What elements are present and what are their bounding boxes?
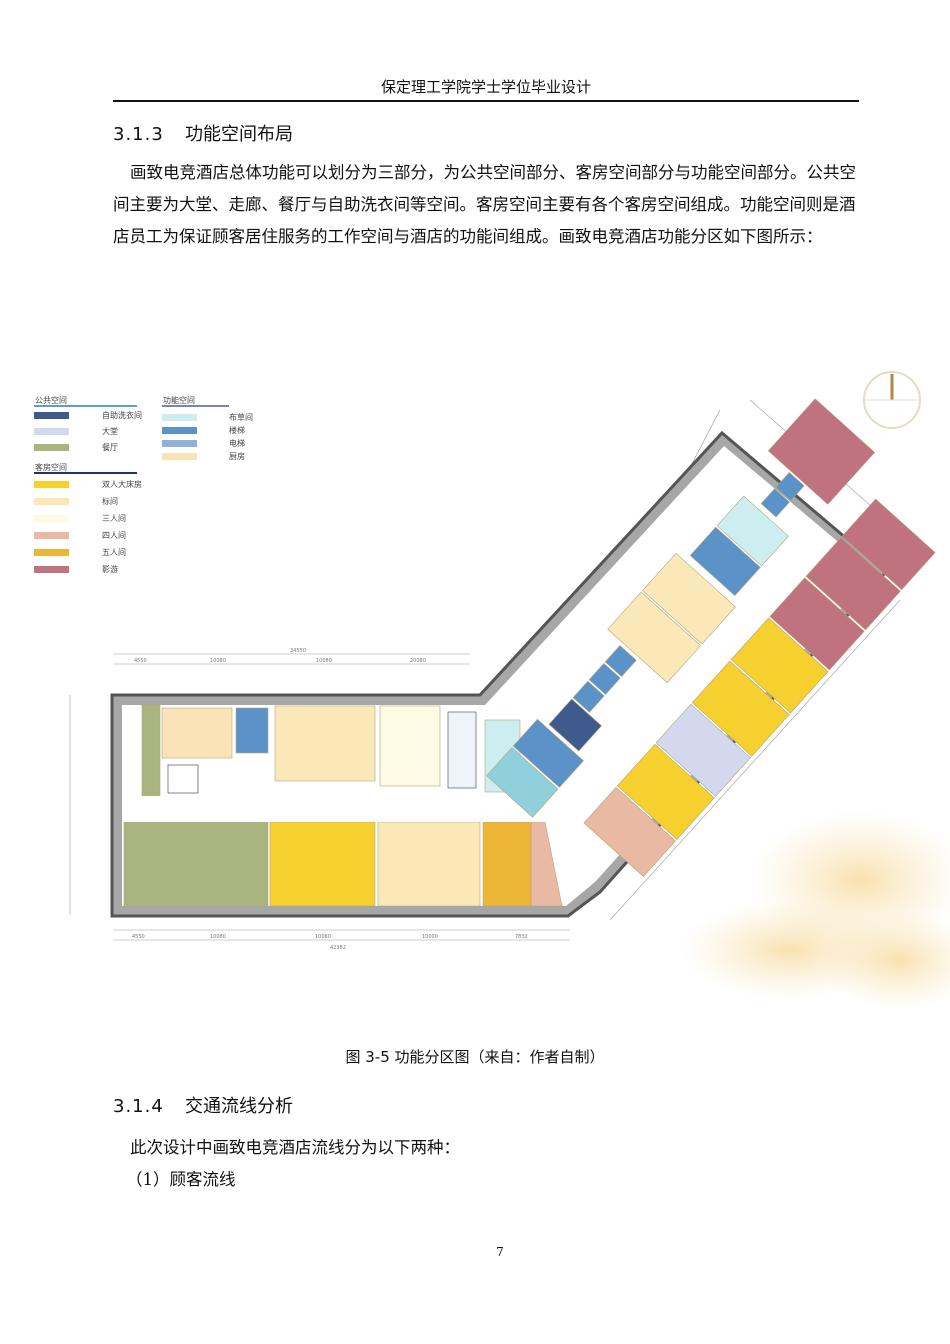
legend-group-title: 公共空间 — [35, 396, 67, 405]
legend-swatch — [162, 427, 197, 434]
legend-label: 四人间 — [102, 531, 126, 540]
dim-label: 4550 — [134, 658, 147, 664]
floor-plan: 34550 4550 10080 10080 20080 4550 10080 … — [69, 371, 950, 1010]
legend-label: 布草间 — [229, 413, 253, 422]
legend-group-title: 功能空间 — [163, 396, 195, 405]
dim-label: 10080 — [315, 934, 331, 940]
legend-label: 自助洗衣间 — [102, 411, 142, 420]
body-paragraph: 此次设计中画致电竞酒店流线分为以下两种： — [130, 1138, 460, 1157]
dim-label: 10000 — [422, 934, 438, 940]
legend-swatch — [162, 440, 197, 447]
legend-swatch — [162, 414, 197, 421]
legend-label: 三人间 — [102, 514, 126, 523]
section-number: 3.1.4 — [113, 1096, 164, 1117]
section-heading-3-1-3: 3.1.3 功能空间布局 — [113, 120, 293, 146]
legend-label: 双人大床房 — [102, 480, 142, 489]
legend-swatch — [34, 412, 69, 419]
legend-label: 五人间 — [102, 548, 126, 557]
legend-swatch — [34, 566, 69, 573]
running-header: 保定理工学院学士学位毕业设计 — [380, 78, 591, 96]
legend-label: 电梯 — [229, 439, 245, 448]
page-number: 7 — [496, 1245, 504, 1259]
list-item: （1）顾客流线 — [126, 1170, 236, 1189]
body-paragraph: 画致电竞酒店总体功能可以划分为三部分，为公共空间部分、客房空间部分与功能空间部分… — [113, 163, 856, 246]
legend-rule — [162, 405, 229, 407]
compass-icon — [863, 371, 921, 429]
horizontal-wing-rooms — [123, 704, 564, 907]
section-heading-3-1-4: 3.1.4 交通流线分析 — [113, 1092, 293, 1118]
dimension-labels: 34550 4550 10080 10080 20080 4550 10080 … — [132, 648, 528, 951]
legend-swatch — [34, 428, 69, 435]
legend-label: 餐厅 — [102, 443, 118, 452]
section-number: 3.1.3 — [113, 124, 164, 145]
section-title: 功能空间布局 — [185, 124, 293, 145]
dim-label: 10080 — [210, 658, 226, 664]
dim-label: 34550 — [290, 648, 306, 654]
diagonal-wing-rooms — [486, 398, 936, 877]
dim-label: 20080 — [410, 658, 426, 664]
dim-label: 42382 — [330, 945, 346, 951]
legend-swatch — [34, 515, 69, 522]
header-rule — [113, 100, 859, 102]
legend-label: 大堂 — [102, 427, 118, 436]
legend-swatch — [34, 444, 69, 451]
dim-label: 10080 — [316, 658, 332, 664]
legend-label: 厨房 — [229, 452, 245, 461]
legend-rule — [34, 472, 137, 474]
legend-swatch — [162, 453, 197, 460]
legend-swatch — [34, 481, 69, 488]
figure-caption: 图 3-5 功能分区图（来自：作者自制） — [345, 1048, 605, 1066]
dim-label: 10080 — [210, 934, 226, 940]
cloud-watermark — [680, 810, 950, 1010]
section-title: 交通流线分析 — [185, 1096, 293, 1117]
legend-swatch — [34, 498, 69, 505]
dim-label: 7832 — [515, 934, 528, 940]
legend-label: 楼梯 — [229, 426, 245, 435]
legend-swatch — [34, 532, 69, 539]
legend-label: 影游 — [102, 565, 118, 574]
legend-rule — [34, 405, 137, 407]
legend-swatch — [34, 549, 69, 556]
dim-label: 4550 — [132, 934, 145, 940]
legend-label: 标间 — [102, 497, 118, 506]
legend-group-title: 客房空间 — [35, 463, 67, 472]
